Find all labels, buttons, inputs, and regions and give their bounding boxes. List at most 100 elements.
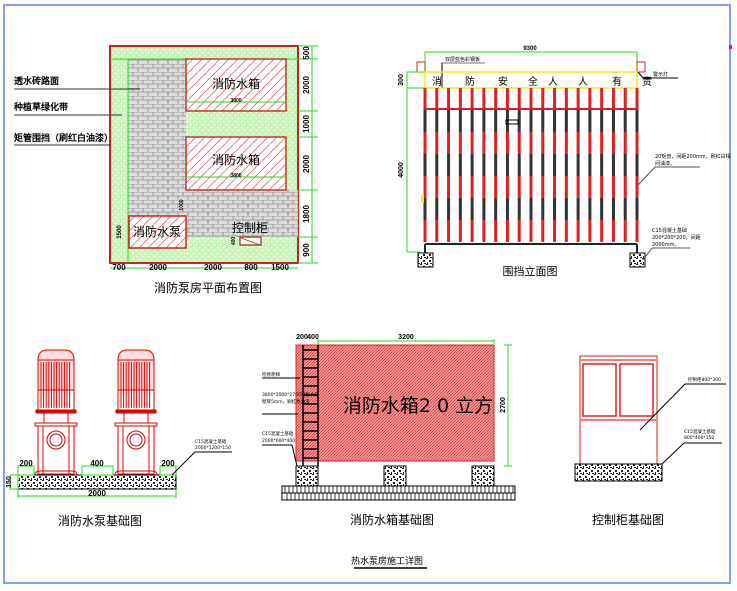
fence-pipe [423, 88, 427, 242]
fence-banner-char: 防 [465, 75, 475, 88]
fence-top-dim: 9300 [523, 46, 537, 52]
fence-pipe [600, 88, 604, 242]
plan-gap-dim: 1000 [179, 199, 185, 210]
pump-base-note-2: 2000*1200*150 [195, 445, 231, 451]
fence-pipe [623, 88, 627, 242]
plan-tank-2-dim: 3800 [230, 173, 241, 179]
plan-legend-paving: 透水砖路面 [14, 75, 59, 87]
pump-unit [34, 349, 78, 476]
plan-tank-1-dim: 3800 [230, 98, 241, 104]
plan-cabinet-label: 控制柜 [232, 221, 268, 235]
plan-dim-bottom-2: 2000 [149, 263, 167, 272]
pump-base-note-1: C15混凝土基础 [195, 438, 227, 445]
fence-side-dim: 4000 [398, 162, 405, 178]
fence-pipe [505, 88, 509, 242]
fence-pipe [435, 88, 439, 242]
plan-dim-right-3: 1000 [302, 115, 311, 133]
pump-dim-right: 200 [161, 459, 175, 468]
pump-dim-height: 150 [6, 476, 13, 488]
fence-light-note: 警示灯 [653, 71, 668, 78]
fence-pipe [635, 88, 639, 242]
cabinet-note: 控制柜800*300 [688, 376, 721, 383]
cabinet-concrete-base [574, 463, 663, 482]
fence-base-note-2: 200*200*200，间距 [652, 234, 701, 241]
tank-dim-b: 400 [307, 334, 319, 341]
plan-dim-right-4: 2000 [302, 155, 311, 173]
cabinet-door-right [619, 363, 654, 417]
plan-pump-label: 消防水泵 [133, 224, 181, 239]
plan-dim-right-2: 2000 [302, 76, 311, 94]
tank-pier-left [295, 465, 319, 487]
plan-title: 消防泵房平面布置图 [154, 280, 262, 295]
fence-banner-char: 责 [642, 75, 652, 88]
plan-legend-grass: 种植草绿化带 [13, 101, 68, 113]
plan-paving-left [128, 58, 186, 218]
cabinet-door-left [582, 363, 617, 417]
plan-dim-bottom-5: 1500 [271, 263, 289, 272]
tank-dim-a: 200 [296, 334, 308, 341]
fence-banner-note: 双层蓝色彩钢板 [445, 56, 480, 63]
pump-title: 消防水泵基础图 [58, 513, 142, 528]
fence-base-right [629, 252, 646, 268]
plan-cabinet-dim: 400 [231, 237, 237, 246]
fence-banner-char: 安 [498, 75, 508, 88]
plan-pump [128, 215, 187, 249]
pump-dim-left: 200 [19, 459, 33, 468]
cabinet-body [579, 355, 658, 465]
frame-marker [729, 45, 732, 49]
cabinet-foundation: 控制柜800*300 C15混凝土基础 800*400*150 控制柜基础图 [574, 355, 726, 527]
fence-title: 围挡立面图 [503, 264, 558, 278]
fence-banner-char: 人 [548, 76, 558, 88]
fence-pipe [482, 88, 486, 242]
fence-base-left [417, 252, 434, 268]
tank-title: 消防水箱基础图 [350, 512, 434, 527]
fence-banner-char: 人 [578, 76, 588, 88]
fence-pipe [576, 88, 580, 242]
plan-dim-bottom-4: 800 [244, 263, 258, 272]
plan-paving-bottom [186, 190, 298, 237]
fence-pipe-note-2: 间油漆。 [655, 160, 675, 167]
plan-tank-2 [185, 136, 287, 191]
pump-dim-middle: 400 [90, 459, 104, 468]
pump-foundation: 200 400 200 150 2000 C15混凝土基础 2000*1200*… [6, 349, 232, 528]
pump-dim-total: 2000 [88, 489, 106, 498]
fence-base-note-3: 2000mm。 [652, 242, 679, 248]
plan-dim-right-6: 900 [302, 243, 311, 257]
fence-pipe [541, 88, 545, 242]
tank-pier-middle [383, 465, 407, 487]
tank-note-base-1: C15混凝土基础 [262, 430, 294, 437]
tank-note-ladder: 检修爬梯 [262, 371, 280, 378]
fence-pipe-note-1: 20矩管，间距200mm，刷红白相 [655, 153, 731, 160]
cabinet-title: 控制柜基础图 [592, 513, 664, 527]
tank-dim-c: 3200 [398, 334, 414, 341]
fence-pipe [494, 88, 498, 242]
fence-base-note-1: C15混凝土基础 [652, 227, 687, 234]
tank-note-base-2: 2000*600*400 [262, 438, 295, 444]
tank-body [295, 344, 495, 462]
fence-elevation: 9300 双层蓝色彩钢板 300 消防安全人人有责 警示灯 4000 20矩管，… [398, 46, 731, 278]
plan-tank-2-label: 消防水箱 [212, 152, 260, 167]
plan-dim-right-1: 500 [302, 46, 311, 60]
fence-banner-char: 全 [528, 75, 538, 88]
pump-concrete-base [17, 474, 177, 490]
plan-dim-bottom-3: 2000 [204, 263, 222, 272]
sheet-title: 热水泵房施工详图 [351, 555, 423, 567]
fence-pipe [564, 88, 568, 242]
fence-banner-char: 消 [432, 75, 442, 88]
fence-pipe [529, 88, 533, 242]
fence-pipe [458, 88, 462, 242]
tank-label: 消防水箱2 0 立方 [343, 395, 493, 417]
tank-note-body-2: 壁厚5mm，刷红色油漆 [262, 398, 310, 405]
fence-pipe [588, 88, 592, 242]
tank-pier-right [471, 465, 495, 487]
cabinet-base-note-2: 800*400*150 [684, 435, 714, 441]
plan-cabinet [239, 236, 262, 246]
tank-dim-height: 2700 [500, 397, 507, 413]
plan-view: 消防水箱 3800 消防水箱 3800 消防水泵 1500 1000 控制柜 4… [13, 45, 318, 295]
tank-note-body-1: 3800*2000*2700钢板水箱 [262, 391, 319, 398]
fence-side-dim-top: 300 [398, 74, 405, 86]
fence-pipe [517, 88, 521, 242]
plan-pump-dim: 1500 [117, 225, 123, 239]
fence-pipe [470, 88, 474, 242]
